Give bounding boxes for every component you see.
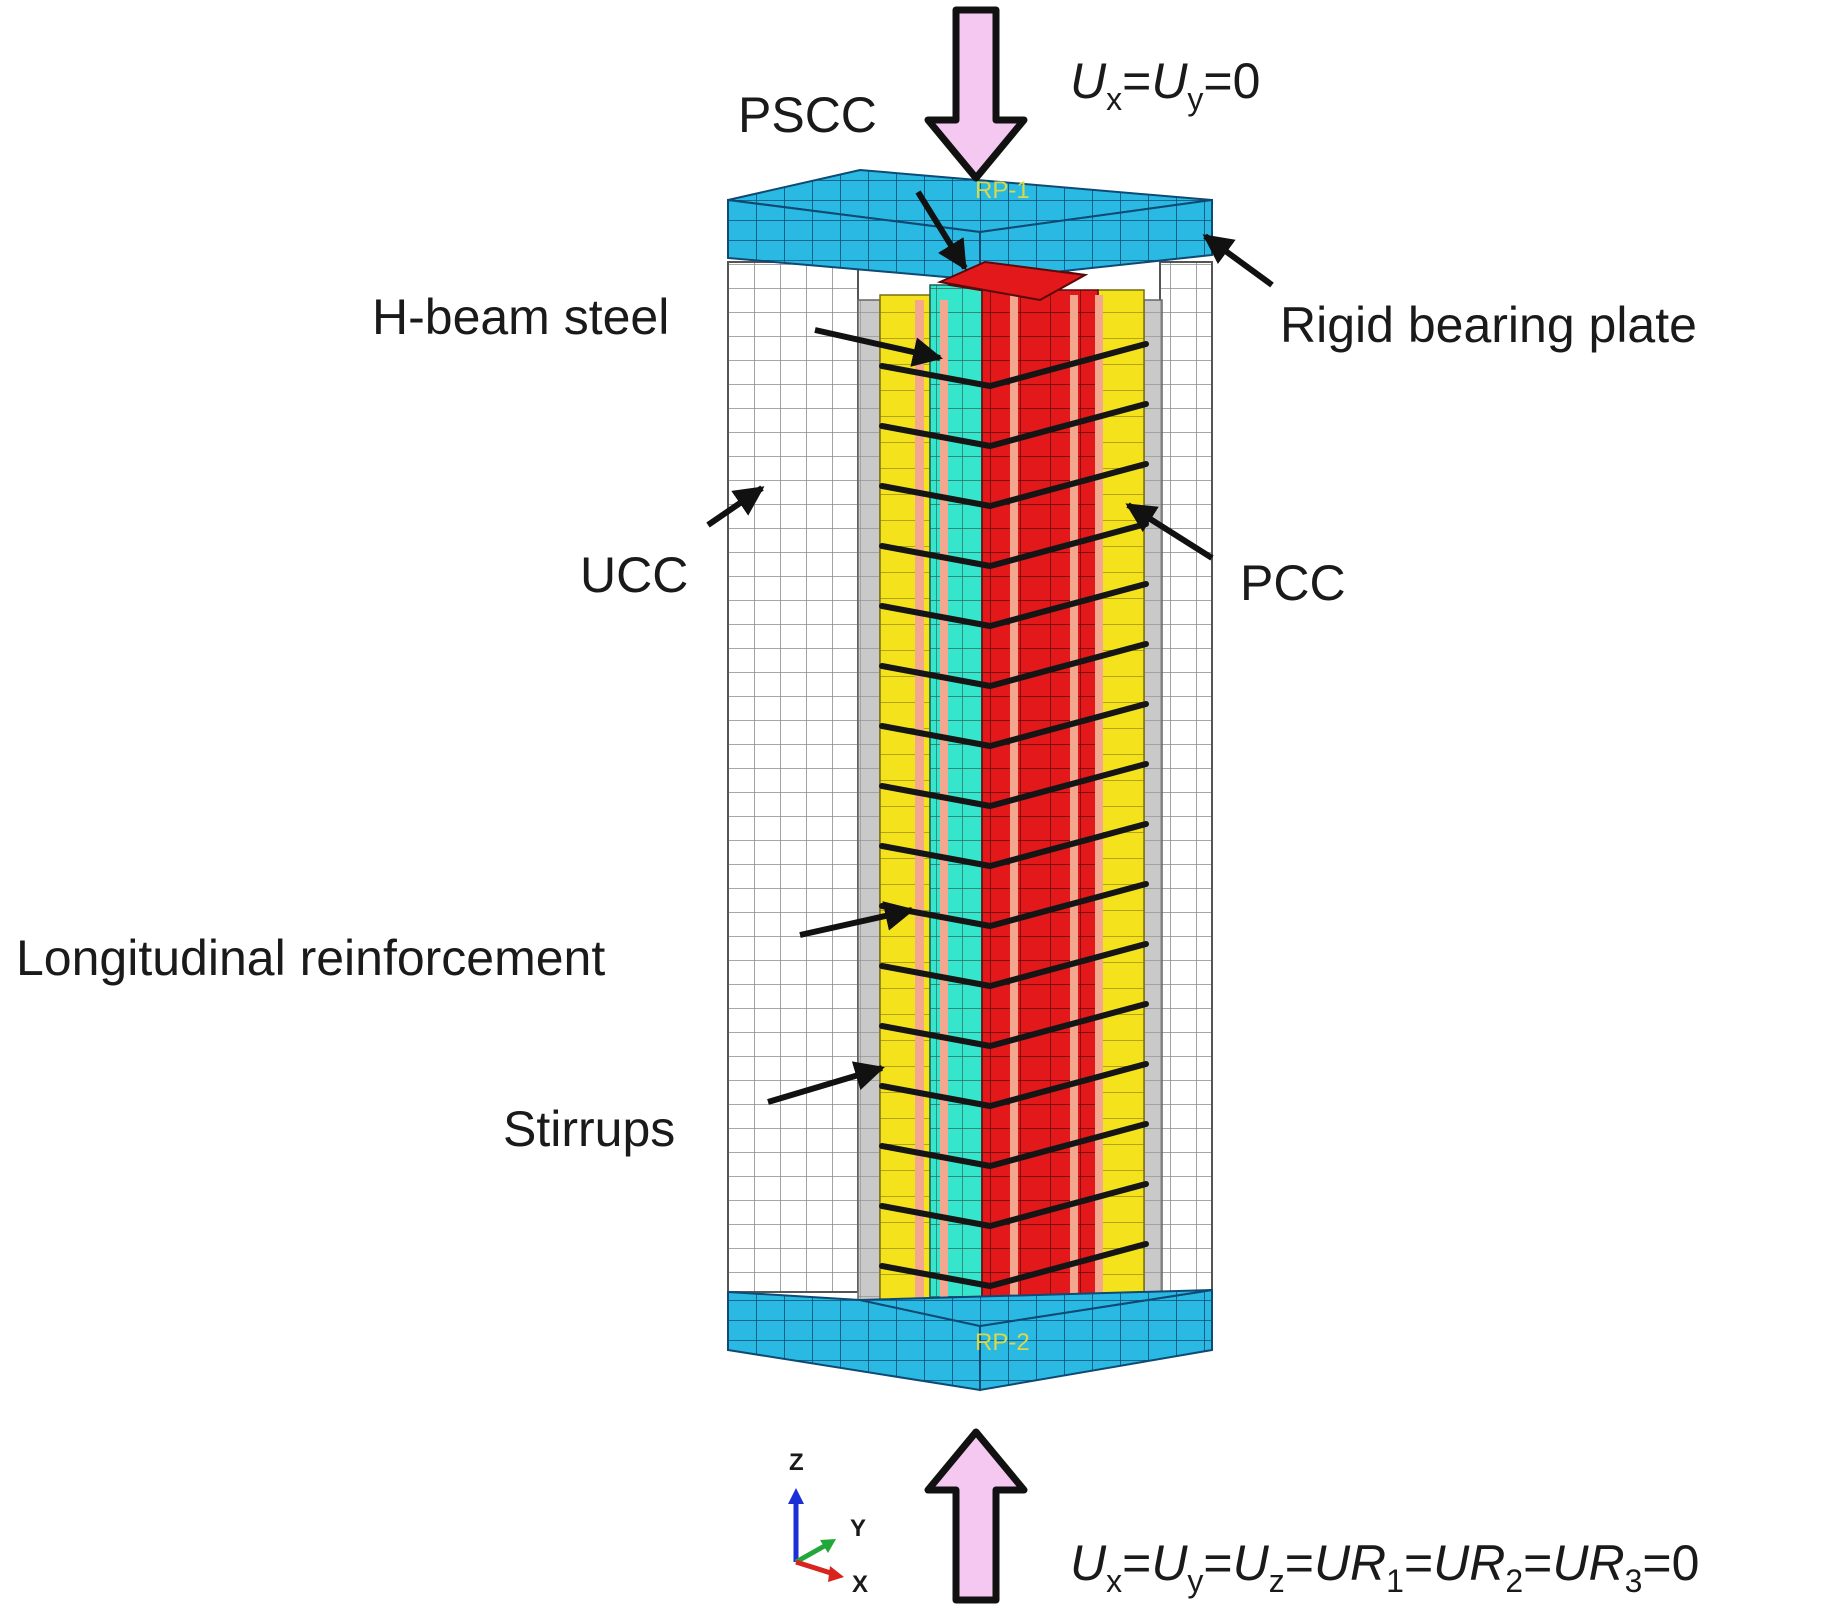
equation-part: x	[1106, 81, 1122, 117]
rigid-bearing-plate-bottom	[727, 1288, 1213, 1392]
equation-part: 2	[1505, 1563, 1523, 1599]
coordinate-triad: Z Y X	[788, 1449, 868, 1598]
equation-part: =	[1285, 1535, 1314, 1591]
stirrup-line	[879, 1241, 1149, 1290]
stirrups-label: Stirrups	[503, 1101, 675, 1157]
equation-part: U	[1151, 53, 1188, 109]
top-load-arrow	[924, 6, 1028, 182]
pscc-leader-arrow	[915, 190, 968, 271]
stirrup-line	[879, 401, 1149, 450]
stirrup-line	[879, 461, 1149, 510]
stirrups	[879, 341, 1149, 1290]
stirrup-line	[879, 641, 1149, 690]
stirrup-line	[879, 761, 1149, 810]
equation-part: 3	[1625, 1563, 1643, 1599]
stirrup-line	[879, 821, 1149, 870]
equation-part: U	[1070, 53, 1107, 109]
equation-part: UR	[1433, 1535, 1505, 1591]
equation-part: y	[1187, 1563, 1203, 1599]
stirrup-line	[879, 521, 1149, 570]
stirrup-line	[879, 1001, 1149, 1050]
longitudinal-label: Longitudinal reinforcement	[16, 930, 605, 986]
stirrup-line	[879, 941, 1149, 990]
rigid-bearing-plate-top	[727, 168, 1213, 302]
stirrup-line	[879, 701, 1149, 750]
axis-y-label: Y	[850, 1515, 866, 1542]
equation-part: UR	[1552, 1535, 1624, 1591]
equation-part: x	[1106, 1563, 1122, 1599]
pcc-leader-arrow	[1125, 502, 1214, 561]
equation-part: =	[1523, 1535, 1552, 1591]
stirrups-leader-arrow	[767, 1061, 885, 1105]
rp2-label: RP-2	[975, 1329, 1030, 1356]
rp1-label: RP-1	[975, 177, 1030, 204]
equation-part: =	[1404, 1535, 1433, 1591]
bottom-load-arrow	[924, 1428, 1028, 1604]
ucc-outer-concrete	[727, 261, 1213, 1301]
axis-z-label: Z	[789, 1449, 804, 1476]
pcc-label: PCC	[1240, 555, 1346, 611]
equation-part: U	[1151, 1535, 1188, 1591]
equation-part: y	[1187, 81, 1203, 117]
equation-part: =0	[1642, 1535, 1699, 1591]
pscc-label: PSCC	[738, 87, 877, 143]
axis-x-label: X	[852, 1571, 868, 1598]
stirrup-line	[879, 1061, 1149, 1110]
stirrup-line	[879, 1121, 1149, 1170]
equation-part: U	[1233, 1535, 1270, 1591]
top-boundary-condition: Ux=Uy=0	[1070, 53, 1260, 117]
equation-part: U	[1070, 1535, 1107, 1591]
h-beam-leader-arrow	[814, 327, 943, 367]
ucc-leader-arrow	[706, 485, 765, 528]
longitudinal-reinforcement	[915, 295, 1103, 1315]
equation-part: =	[1122, 1535, 1151, 1591]
rigid-plate-leader-arrow	[1202, 233, 1274, 288]
rigid-plate-label: Rigid bearing plate	[1280, 297, 1697, 353]
bottom-boundary-condition: Ux=Uy=Uz=UR1=UR2=UR3=0	[1070, 1535, 1699, 1599]
equation-part: =	[1203, 1535, 1232, 1591]
equation-part: UR	[1314, 1535, 1386, 1591]
stirrup-line	[879, 341, 1149, 390]
longitudinal-leader-arrow	[799, 901, 915, 938]
equation-part: 1	[1386, 1563, 1404, 1599]
stirrup-line	[879, 581, 1149, 630]
equation-part: =0	[1203, 53, 1260, 109]
h-beam-label: H-beam steel	[372, 289, 669, 345]
equation-part: =	[1122, 53, 1151, 109]
stirrup-line	[879, 881, 1149, 930]
ucc-label: UCC	[580, 547, 688, 603]
equation-part: z	[1269, 1563, 1285, 1599]
stirrup-line	[879, 1181, 1149, 1230]
